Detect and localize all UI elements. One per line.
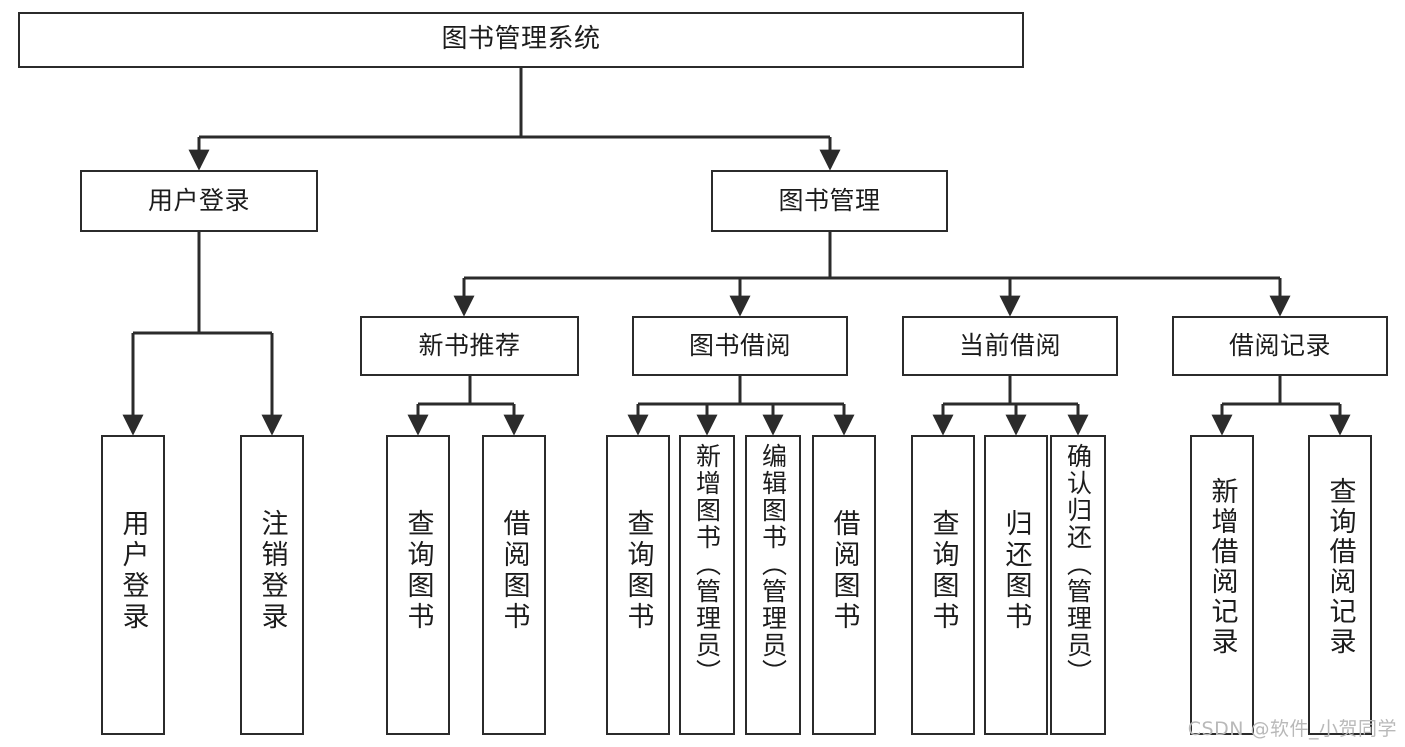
node-book-borrow[interactable]: 图书借阅	[632, 316, 848, 376]
node-borrow-record-label: 借阅记录	[1228, 331, 1331, 360]
node-leaf-return-book[interactable]: 归还图书	[984, 435, 1048, 735]
node-leaf-edit-book-admin[interactable]: 编辑图书（管理员）	[745, 435, 801, 735]
node-leaf-confirm-return-admin-label: 确认归还（管理员）	[1063, 443, 1093, 686]
node-new-book-recommend-label: 新书推荐	[418, 331, 521, 360]
node-current-borrow-label: 当前借阅	[958, 331, 1061, 360]
node-leaf-user-login-label: 用户登录	[117, 509, 149, 633]
node-leaf-query-book-3[interactable]: 查询图书	[911, 435, 975, 735]
node-root[interactable]: 图书管理系统	[18, 12, 1024, 68]
node-leaf-query-book-2[interactable]: 查询图书	[606, 435, 670, 735]
node-leaf-query-book-3-label: 查询图书	[927, 509, 959, 633]
node-user-login[interactable]: 用户登录	[80, 170, 318, 232]
node-book-management-label: 图书管理	[778, 186, 881, 215]
csdn-watermark: CSDN @软件_小贺同学	[1187, 718, 1397, 740]
node-leaf-add-book-admin-label: 新增图书（管理员）	[692, 443, 722, 686]
node-leaf-logout-login-label: 注销登录	[256, 509, 288, 633]
node-leaf-borrow-book-2[interactable]: 借阅图书	[812, 435, 876, 735]
node-user-login-label: 用户登录	[147, 186, 250, 215]
node-leaf-return-book-label: 归还图书	[1000, 509, 1032, 633]
node-book-borrow-label: 图书借阅	[688, 331, 791, 360]
node-current-borrow[interactable]: 当前借阅	[902, 316, 1118, 376]
node-leaf-edit-book-admin-label: 编辑图书（管理员）	[758, 443, 788, 686]
node-leaf-query-borrow-record[interactable]: 查询借阅记录	[1308, 435, 1372, 735]
node-leaf-add-book-admin[interactable]: 新增图书（管理员）	[679, 435, 735, 735]
node-borrow-record[interactable]: 借阅记录	[1172, 316, 1388, 376]
node-new-book-recommend[interactable]: 新书推荐	[360, 316, 579, 376]
node-leaf-borrow-book-2-label: 借阅图书	[828, 509, 860, 633]
node-leaf-query-borrow-record-label: 查询借阅记录	[1324, 477, 1356, 657]
node-root-label: 图书管理系统	[441, 24, 601, 55]
node-leaf-borrow-book-1-label: 借阅图书	[498, 509, 530, 633]
node-leaf-query-book-1-label: 查询图书	[402, 509, 434, 633]
node-leaf-borrow-book-1[interactable]: 借阅图书	[482, 435, 546, 735]
node-leaf-user-login[interactable]: 用户登录	[101, 435, 165, 735]
node-book-management[interactable]: 图书管理	[711, 170, 948, 232]
node-leaf-add-borrow-record-label: 新增借阅记录	[1206, 477, 1238, 657]
node-leaf-add-borrow-record[interactable]: 新增借阅记录	[1190, 435, 1254, 735]
node-leaf-confirm-return-admin[interactable]: 确认归还（管理员）	[1050, 435, 1106, 735]
node-leaf-query-book-2-label: 查询图书	[622, 509, 654, 633]
node-leaf-logout-login[interactable]: 注销登录	[240, 435, 304, 735]
node-leaf-query-book-1[interactable]: 查询图书	[386, 435, 450, 735]
